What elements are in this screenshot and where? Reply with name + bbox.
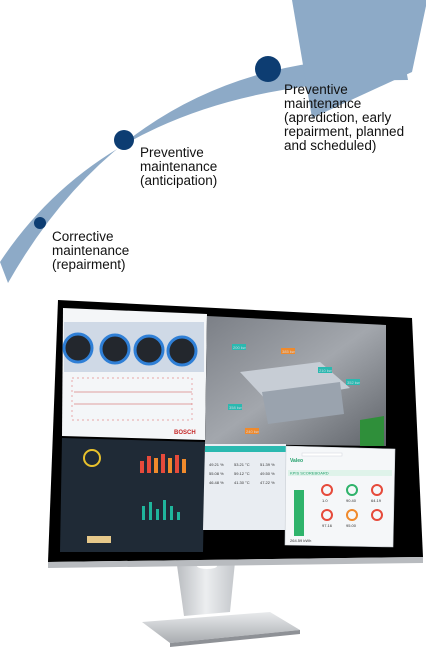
stage-label-line: (anticipation) xyxy=(140,173,218,188)
gauge-icon xyxy=(133,334,165,366)
stat-value: 49.50 % xyxy=(260,471,275,476)
stat-value: 59.12 °C xyxy=(234,471,250,476)
stat-value: 47.22 % xyxy=(260,480,275,485)
report-search-bar[interactable] xyxy=(301,452,343,457)
gauge-icon xyxy=(371,484,383,496)
report-value: 64.19 xyxy=(371,498,382,503)
maintenance-progress-arrow xyxy=(0,0,426,283)
report-value: 1.0 xyxy=(322,498,328,503)
bubble-label: 200 kw xyxy=(233,345,246,350)
report-value: 95.00 xyxy=(346,523,357,528)
stat-value: 51.39 % xyxy=(260,462,275,467)
stage-label-line: maintenance xyxy=(284,96,362,111)
gauge-icon xyxy=(321,509,333,521)
stats-table xyxy=(203,444,286,530)
gauge-icon xyxy=(346,509,358,521)
stat-value: 49.21 % xyxy=(209,462,224,467)
stage-marker-anticipation xyxy=(114,130,134,150)
gauge-icon xyxy=(99,333,131,365)
report-value: 90.40 xyxy=(346,498,357,503)
stage-marker-corrective xyxy=(34,217,46,229)
report-gauges: 1.0 90.40 64.19 97.16 95.00 xyxy=(321,484,383,528)
bubble-label: 210 kw xyxy=(319,368,332,373)
gauge-icon xyxy=(62,332,94,364)
stage-label-prediction: Preventive maintenance (aprediction, ear… xyxy=(284,83,404,153)
stat-value: 55.08 % xyxy=(209,471,224,476)
stage-label-line: repairment, planned xyxy=(284,124,405,139)
report-logo: Valeo xyxy=(290,458,303,464)
bubble-label: 358 kw xyxy=(229,405,242,410)
stage-marker-prediction xyxy=(255,56,281,82)
stage-label-corrective: Corrective maintenance (repairment) xyxy=(52,230,129,272)
report-big-bar xyxy=(294,490,304,536)
stage-label-line: maintenance xyxy=(52,243,130,258)
report-value: 97.16 xyxy=(322,523,333,528)
gauge-icon xyxy=(321,484,333,496)
stage-label-line: (repairment) xyxy=(52,257,126,272)
stage-label-anticipation: Preventive maintenance (anticipation) xyxy=(140,146,217,188)
bubble-label: 385 kw xyxy=(282,349,295,354)
stats-values: 49.21 % 53.21 °C 51.39 % 55.08 % 59.12 °… xyxy=(209,462,275,485)
bubble-label: 352 kw xyxy=(347,380,360,385)
report-title: KPIS SCOREBOARD xyxy=(290,471,329,476)
arrow-head xyxy=(292,0,426,118)
stage-label-line: Preventive xyxy=(284,82,348,97)
stage-label-line: and scheduled) xyxy=(284,138,377,153)
stage-label-line: Corrective xyxy=(52,229,114,244)
screen: BOSCH xyxy=(60,308,396,552)
gauge-icon xyxy=(166,335,198,367)
energy-bubbles: 200 kw 385 kw 210 kw 352 kw 358 kw 240 k… xyxy=(228,344,360,434)
stats-header xyxy=(205,446,286,452)
schematic-lines xyxy=(71,377,193,421)
gauge-icon xyxy=(371,509,383,521)
report-value: 264.59 kWh xyxy=(290,538,311,543)
stat-value: 41.30 °C xyxy=(234,480,250,485)
analytics-panel xyxy=(60,438,205,552)
stat-value: 53.21 °C xyxy=(234,462,250,467)
action-button[interactable] xyxy=(87,536,111,543)
report-title-bar xyxy=(288,470,392,476)
stage-label-line: maintenance xyxy=(140,159,218,174)
stat-value: 46.48 % xyxy=(209,480,224,485)
gauge-icon xyxy=(346,484,358,496)
bubble-label: 240 kw xyxy=(246,429,259,434)
monitor-chin xyxy=(48,557,423,568)
factory-building xyxy=(262,382,344,424)
monitor-stand xyxy=(142,552,300,647)
teal-bar-chart xyxy=(142,500,180,520)
gauge-row xyxy=(62,332,198,367)
bar-chart xyxy=(140,454,186,473)
green-building xyxy=(360,416,384,446)
stage-label-line: (aprediction, early xyxy=(284,110,392,125)
donut-chart xyxy=(83,449,101,467)
brand-logo: BOSCH xyxy=(174,430,196,436)
stage-label-line: Preventive xyxy=(140,145,204,160)
